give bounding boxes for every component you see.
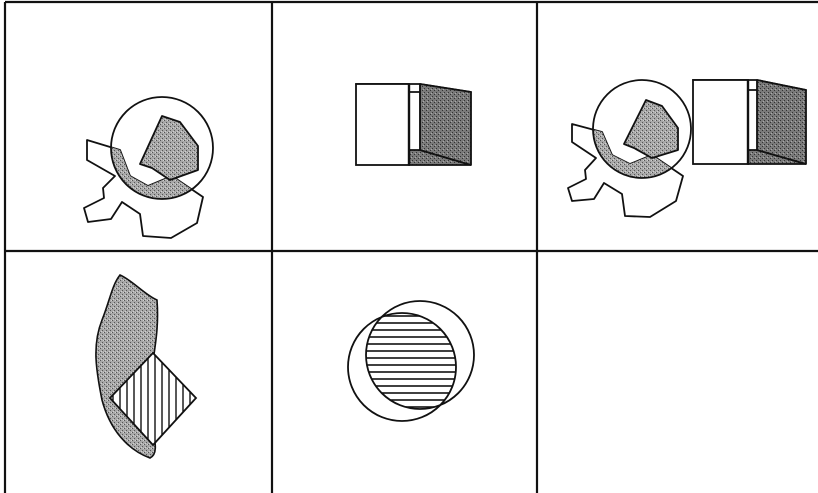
- panel-blob-diamond-overlap: [96, 275, 196, 458]
- panel-two-circles-lens: [340, 280, 500, 440]
- panel-polygon-circle-and-cube: [568, 80, 806, 217]
- cube-right-face: [757, 80, 806, 164]
- inner-notch: [140, 116, 198, 180]
- cube-right-face: [420, 84, 471, 165]
- panel-polygon-circle-overlap: [84, 97, 213, 238]
- cube-front-face: [356, 84, 409, 165]
- cube-front-face: [693, 80, 748, 164]
- panel-cube: [356, 84, 471, 165]
